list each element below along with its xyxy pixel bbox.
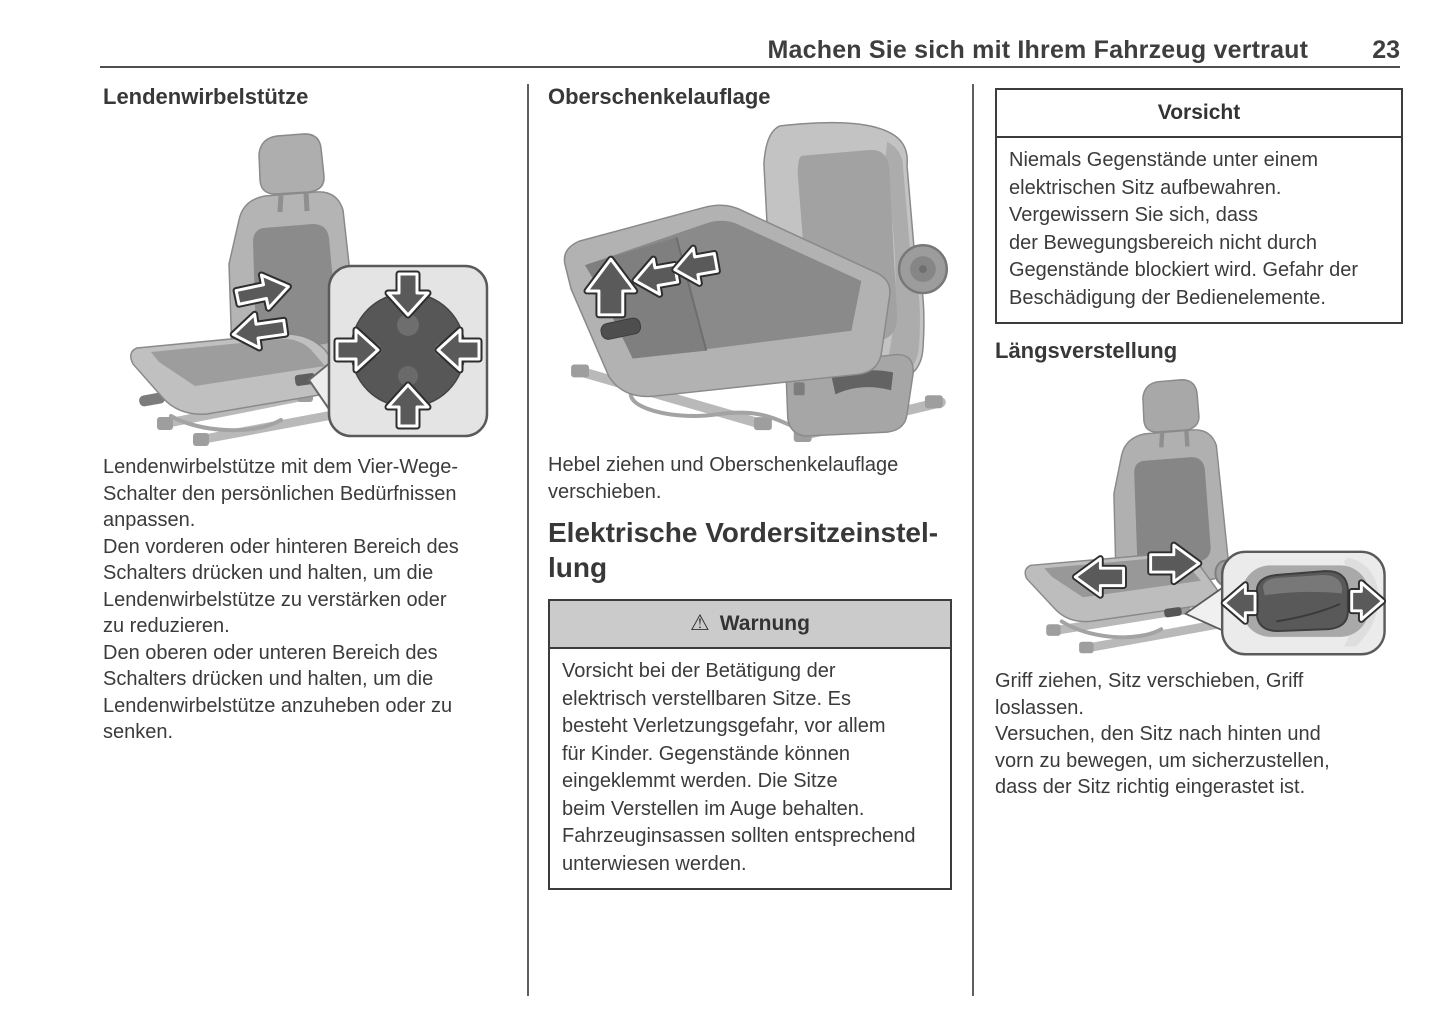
- adjustment-handle-small: [1164, 607, 1182, 618]
- thigh-support-caption: Hebel ziehen und Oberschenkelauflage ver…: [548, 454, 899, 503]
- heading-laengsverstellung: Längsverstellung: [995, 338, 1178, 363]
- seat-lumbar-figure-icon: [130, 133, 489, 446]
- column-lumbar-support: Lendenwirbelstütze: [103, 84, 493, 746]
- handle-left-arrow-icon: [1220, 581, 1259, 625]
- lever-up-arrow-icon: [583, 255, 639, 319]
- pad-up-arrow-icon: [384, 381, 432, 430]
- page-title: Machen Sie sich mit Ihrem Fahrzeug vertr…: [767, 36, 1309, 64]
- warning-box-header: ⚠ Warnung: [550, 601, 950, 649]
- warning-triangle-icon: ⚠: [690, 610, 710, 635]
- caution-box-header: Vorsicht: [997, 90, 1401, 138]
- seat-rails: [1046, 603, 1241, 654]
- caution-box-text: Niemals Gegenstände unter einem elektris…: [1009, 149, 1359, 309]
- column-divider-right: [972, 84, 974, 996]
- figure-longitudinal-adjustment: [995, 372, 1403, 662]
- column-divider-left: [527, 84, 529, 996]
- seat-thigh-figure-icon: [563, 121, 949, 443]
- heading-lendenwirbelstuetze: Lendenwirbelstütze: [103, 84, 309, 109]
- thigh-support-lever: [600, 317, 642, 340]
- header-rule: [100, 66, 1400, 68]
- figure-thigh-support: [548, 120, 952, 446]
- lumbar-back-arrow-icon: [229, 310, 290, 352]
- handle-right-arrow-icon: [1348, 579, 1387, 623]
- slide-back-arrow-icon: [1071, 555, 1127, 599]
- slide-forward-arrow2-icon: [671, 244, 721, 287]
- slide-forward-arrow-icon: [631, 255, 682, 298]
- warning-box-text: Vorsicht bei der Betätigung der elektris…: [562, 660, 916, 875]
- seat-headrest: [258, 133, 325, 195]
- lumbar-body-text: Lendenwirbelstütze mit dem Vier-Wege- Sc…: [103, 456, 459, 743]
- caution-box: Vorsicht Niemals Gegenstände unter einem…: [995, 88, 1403, 324]
- page-header: Machen Sie sich mit Ihrem Fahrzeug vertr…: [100, 36, 1400, 65]
- pad-right-arrow-icon: [333, 326, 382, 374]
- warning-box-title: Warnung: [719, 612, 810, 635]
- seat-longitudinal-figure-icon: [1024, 379, 1387, 656]
- seat-headrest: [1142, 379, 1200, 433]
- heading-elektrische-vordersitzeinstellung: Elektrische Vordersitzeinstel- lung: [548, 517, 939, 583]
- figure-lumbar-support: [103, 124, 493, 446]
- longitudinal-body-text: Griff ziehen, Sitz verschieben, Griff lo…: [995, 670, 1330, 798]
- lumbar-forward-arrow-icon: [232, 271, 292, 312]
- pad-down-arrow-icon: [384, 270, 432, 319]
- pad-left-arrow-icon: [434, 326, 483, 374]
- caution-box-title: Vorsicht: [1157, 101, 1241, 124]
- warning-box: ⚠ Warnung Vorsicht bei der Betätigung de…: [548, 599, 952, 890]
- slide-forward-arrow-icon: [1147, 541, 1203, 586]
- page-number: 23: [1372, 36, 1400, 64]
- column-longitudinal-adjustment: Vorsicht Niemals Gegenstände unter einem…: [995, 84, 1403, 801]
- heading-oberschenkelauflage: Oberschenkelauflage: [548, 84, 771, 109]
- column-thigh-support: Oberschenkelauflage: [548, 84, 952, 890]
